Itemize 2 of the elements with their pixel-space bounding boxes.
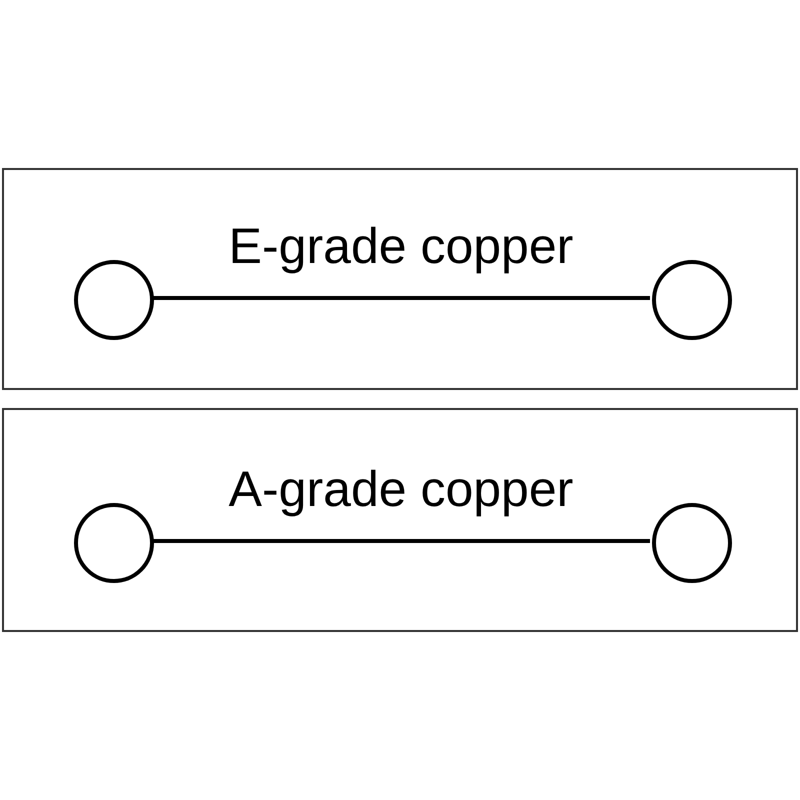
wire-line — [152, 296, 650, 300]
wire-line — [152, 539, 650, 543]
